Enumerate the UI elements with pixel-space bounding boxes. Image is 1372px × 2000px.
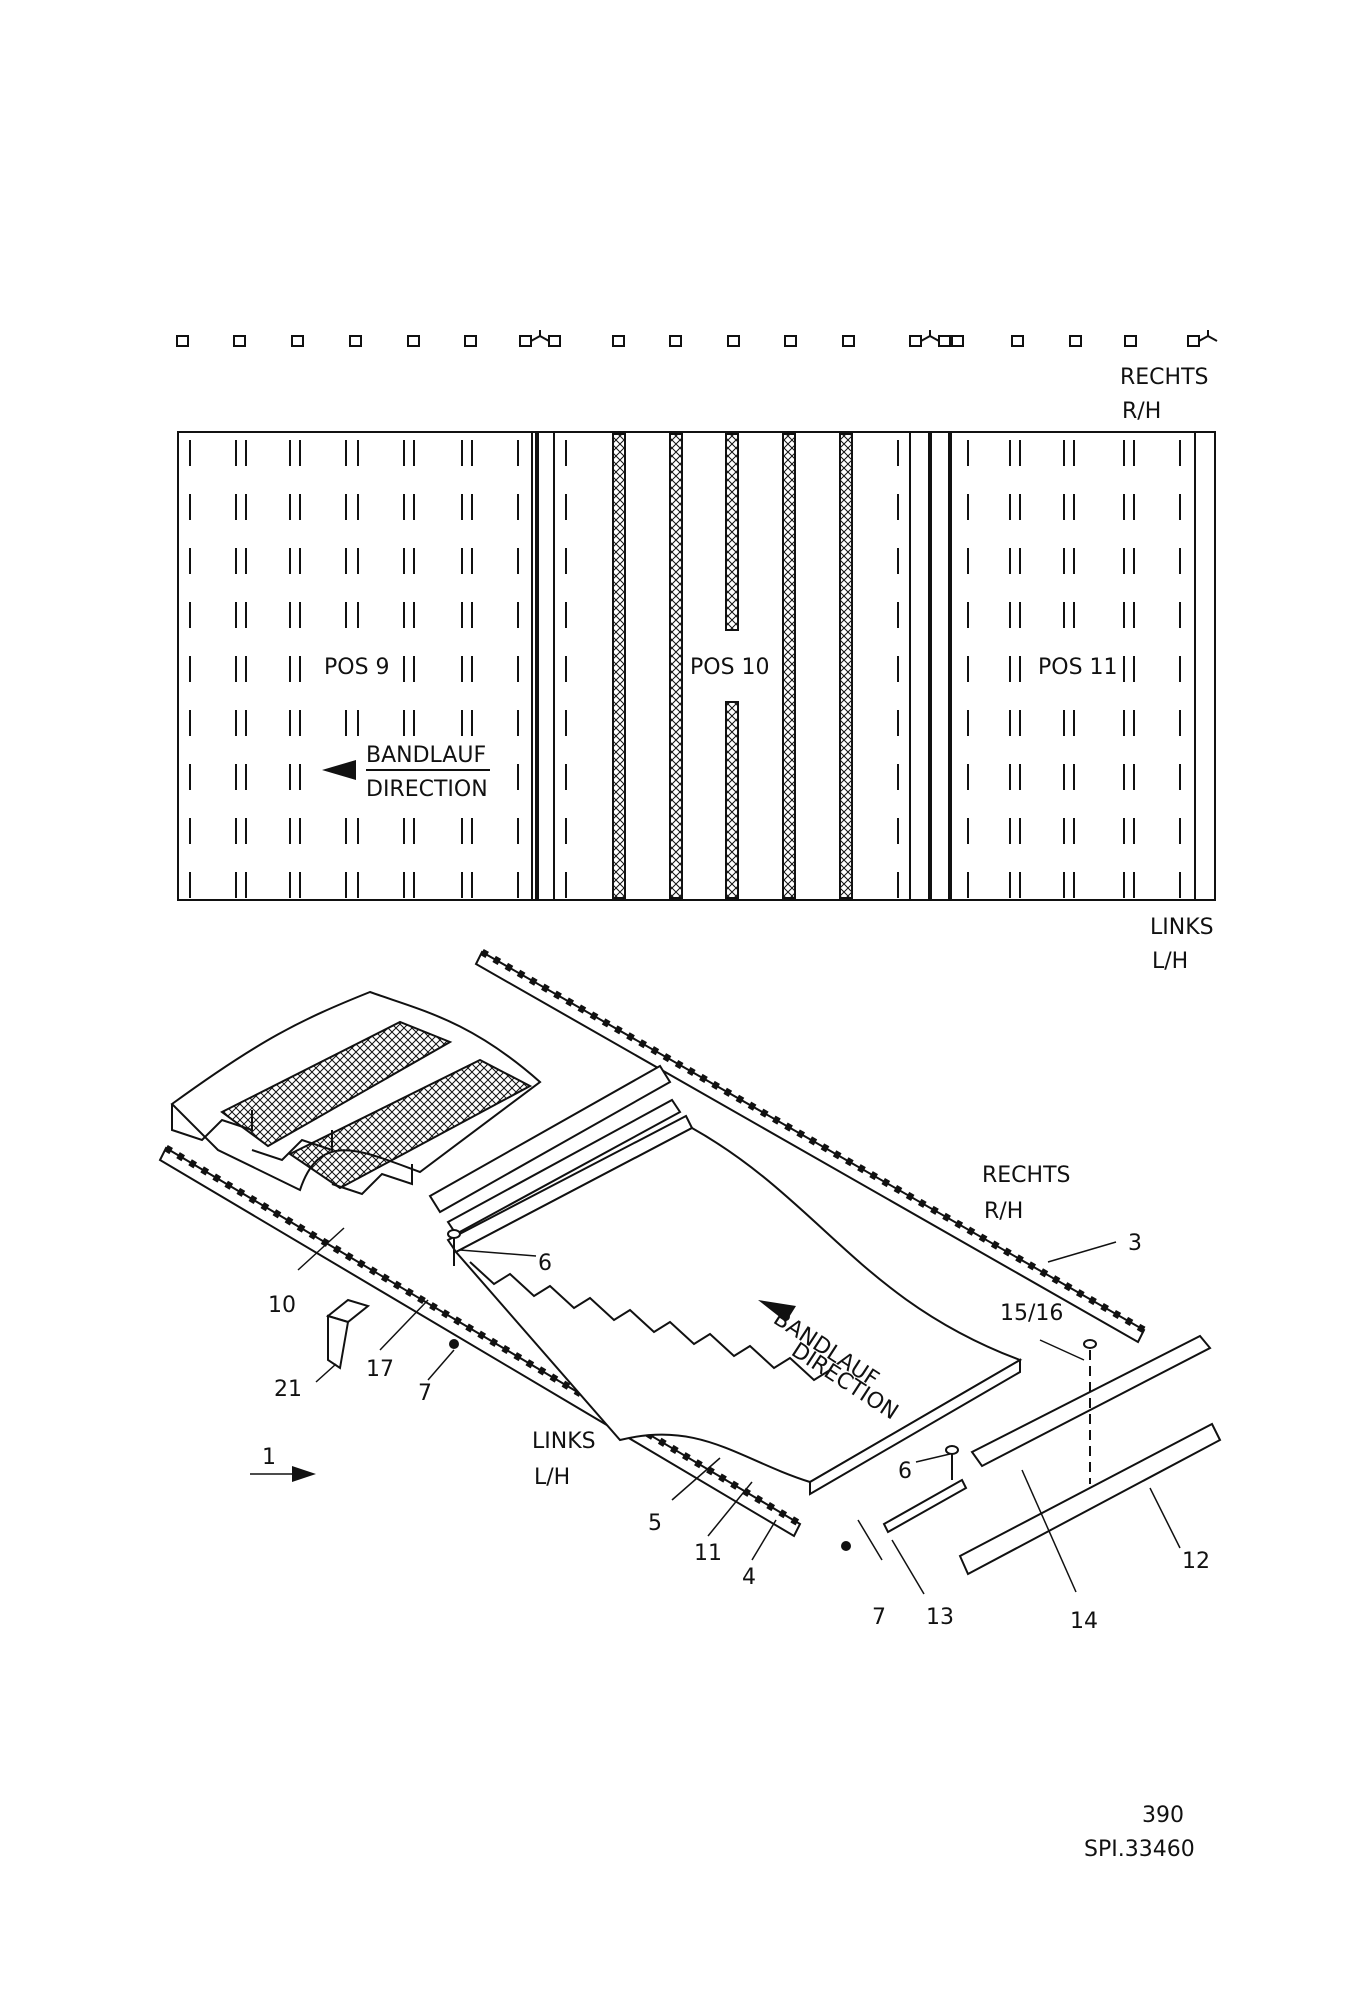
callout-10: 10 xyxy=(268,1293,296,1318)
callout-11: 11 xyxy=(694,1541,722,1566)
callout-14: 14 xyxy=(1070,1609,1098,1634)
callout-5: 5 xyxy=(648,1511,662,1536)
callout-13: 13 xyxy=(926,1605,954,1630)
callout-arrow-icon xyxy=(292,1466,316,1482)
callout-7b: 7 xyxy=(872,1605,886,1630)
top-rechts-label: RECHTS xyxy=(1120,365,1209,390)
top-links-label: LINKS xyxy=(1150,915,1214,940)
pos9-label: POS 9 xyxy=(324,655,390,680)
iso-rechts-label: RECHTS xyxy=(982,1163,1071,1188)
iso-links-label: LINKS xyxy=(532,1429,596,1454)
callout-6b: 6 xyxy=(898,1459,912,1484)
nut-icon xyxy=(449,1339,851,1551)
callout-4: 4 xyxy=(742,1565,756,1590)
upper-rail xyxy=(428,1064,694,1254)
right-chain xyxy=(474,948,1146,1344)
callout-1: 1 xyxy=(262,1445,276,1470)
iso-direction-arrow-icon xyxy=(758,1300,796,1322)
iso-rh-label: R/H xyxy=(984,1199,1023,1224)
solid-belt-sheet xyxy=(454,1126,1023,1496)
callout-6a: 6 xyxy=(538,1251,552,1276)
top-bandlauf-label: BANDLAUF xyxy=(366,743,486,768)
mesh-belt-section xyxy=(170,990,542,1196)
callout-15-16: 15/16 xyxy=(1000,1301,1063,1326)
lower-rails xyxy=(882,1334,1222,1576)
direction-arrow-icon xyxy=(322,760,356,780)
top-lh-label: L/H xyxy=(1152,949,1188,974)
bracket-21 xyxy=(325,1298,371,1370)
drawing-reference: SPI.33460 xyxy=(1084,1837,1195,1862)
pos10-label: POS 10 xyxy=(690,655,770,680)
pos11-label: POS 11 xyxy=(1038,655,1118,680)
iso-lh-label: L/H xyxy=(534,1465,570,1490)
chain-link-row xyxy=(176,330,1218,347)
screw-icon xyxy=(447,1229,1097,1480)
callout-7a: 7 xyxy=(418,1381,432,1406)
top-direction-label: DIRECTION xyxy=(366,777,488,802)
leader-lines xyxy=(250,1227,1181,1595)
top-rh-label: R/H xyxy=(1122,399,1161,424)
callout-21: 21 xyxy=(274,1377,302,1402)
callout-3: 3 xyxy=(1128,1231,1142,1256)
callout-12: 12 xyxy=(1182,1549,1210,1574)
callout-17: 17 xyxy=(366,1357,394,1382)
page-number: 390 xyxy=(1142,1803,1184,1828)
